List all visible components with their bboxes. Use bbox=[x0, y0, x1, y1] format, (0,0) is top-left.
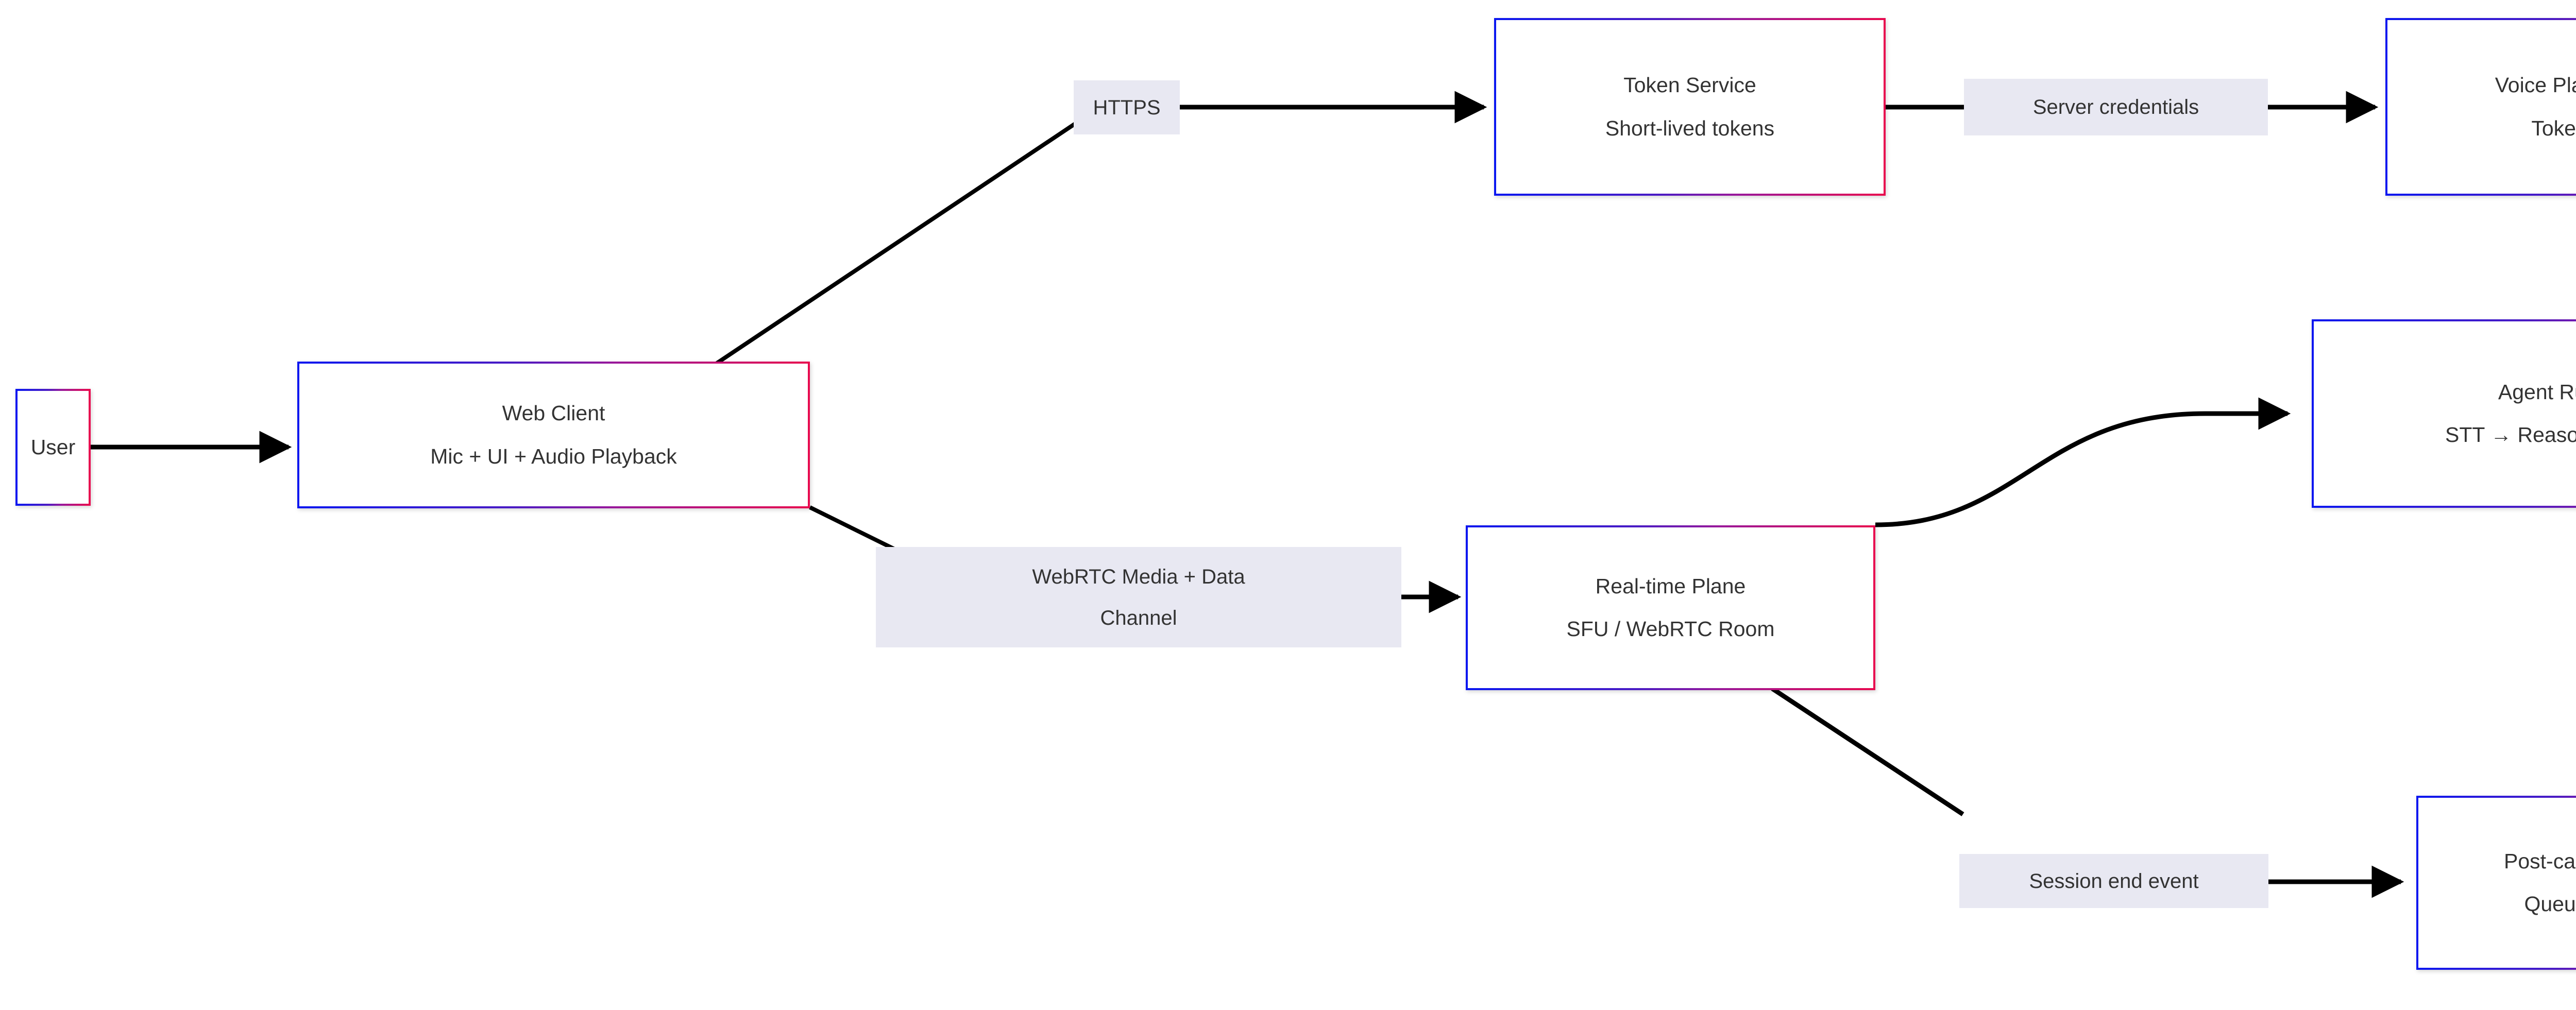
node-web-client-title: Web Client bbox=[502, 401, 605, 425]
edge-web-client-to-https-label bbox=[715, 121, 1078, 366]
node-realtime-plane[interactable]: Real-time Plane SFU / WebRTC Room bbox=[1466, 525, 1875, 690]
edge-label-webrtc-line2: Channel bbox=[1100, 606, 1177, 629]
node-post-call-worker-title: Post-call Worker bbox=[2504, 849, 2576, 873]
edge-realtime-to-session-end-label bbox=[1771, 687, 1964, 816]
node-web-client-subtitle: Mic + UI + Audio Playback bbox=[430, 444, 677, 468]
node-token-service[interactable]: Token Service Short-lived tokens bbox=[1494, 18, 1886, 196]
node-token-service-title: Token Service bbox=[1623, 73, 1756, 97]
edge-label-session-end-event: Session end event bbox=[1959, 854, 2268, 908]
edge-label-webrtc-line1: WebRTC Media + Data bbox=[1032, 565, 1245, 588]
edge-web-client-to-webrtc-label bbox=[809, 505, 897, 552]
node-web-client[interactable]: Web Client Mic + UI + Audio Playback bbox=[297, 362, 810, 508]
node-post-call-worker[interactable]: Post-call Worker Queue/Jobs bbox=[2416, 796, 2576, 970]
node-post-call-worker-subtitle: Queue/Jobs bbox=[2524, 892, 2576, 916]
node-agent-runtime-subtitle: STT → Reasoning → TTS bbox=[2445, 423, 2576, 447]
node-voice-platform-api-subtitle: Token mint bbox=[2531, 116, 2576, 140]
node-realtime-plane-subtitle: SFU / WebRTC Room bbox=[1566, 617, 1775, 641]
node-voice-platform-api-title: Voice Platform API bbox=[2495, 73, 2576, 97]
edge-label-https: HTTPS bbox=[1074, 80, 1180, 134]
edge-realtime-to-agent-runtime bbox=[1875, 397, 2291, 527]
edge-label-webrtc-media-data-channel: WebRTC Media + Data Channel bbox=[876, 547, 1401, 647]
edge-label-server-credentials: Server credentials bbox=[1964, 79, 2268, 135]
node-agent-runtime-title: Agent Runtime bbox=[2498, 380, 2576, 404]
node-agent-runtime[interactable]: Agent Runtime STT → Reasoning → TTS bbox=[2312, 319, 2576, 508]
node-realtime-plane-title: Real-time Plane bbox=[1595, 574, 1746, 598]
node-user-label: User bbox=[30, 435, 76, 459]
node-token-service-subtitle: Short-lived tokens bbox=[1605, 116, 1775, 140]
node-voice-platform-api[interactable]: Voice Platform API Token mint bbox=[2385, 18, 2576, 196]
node-user[interactable]: User bbox=[15, 389, 91, 506]
